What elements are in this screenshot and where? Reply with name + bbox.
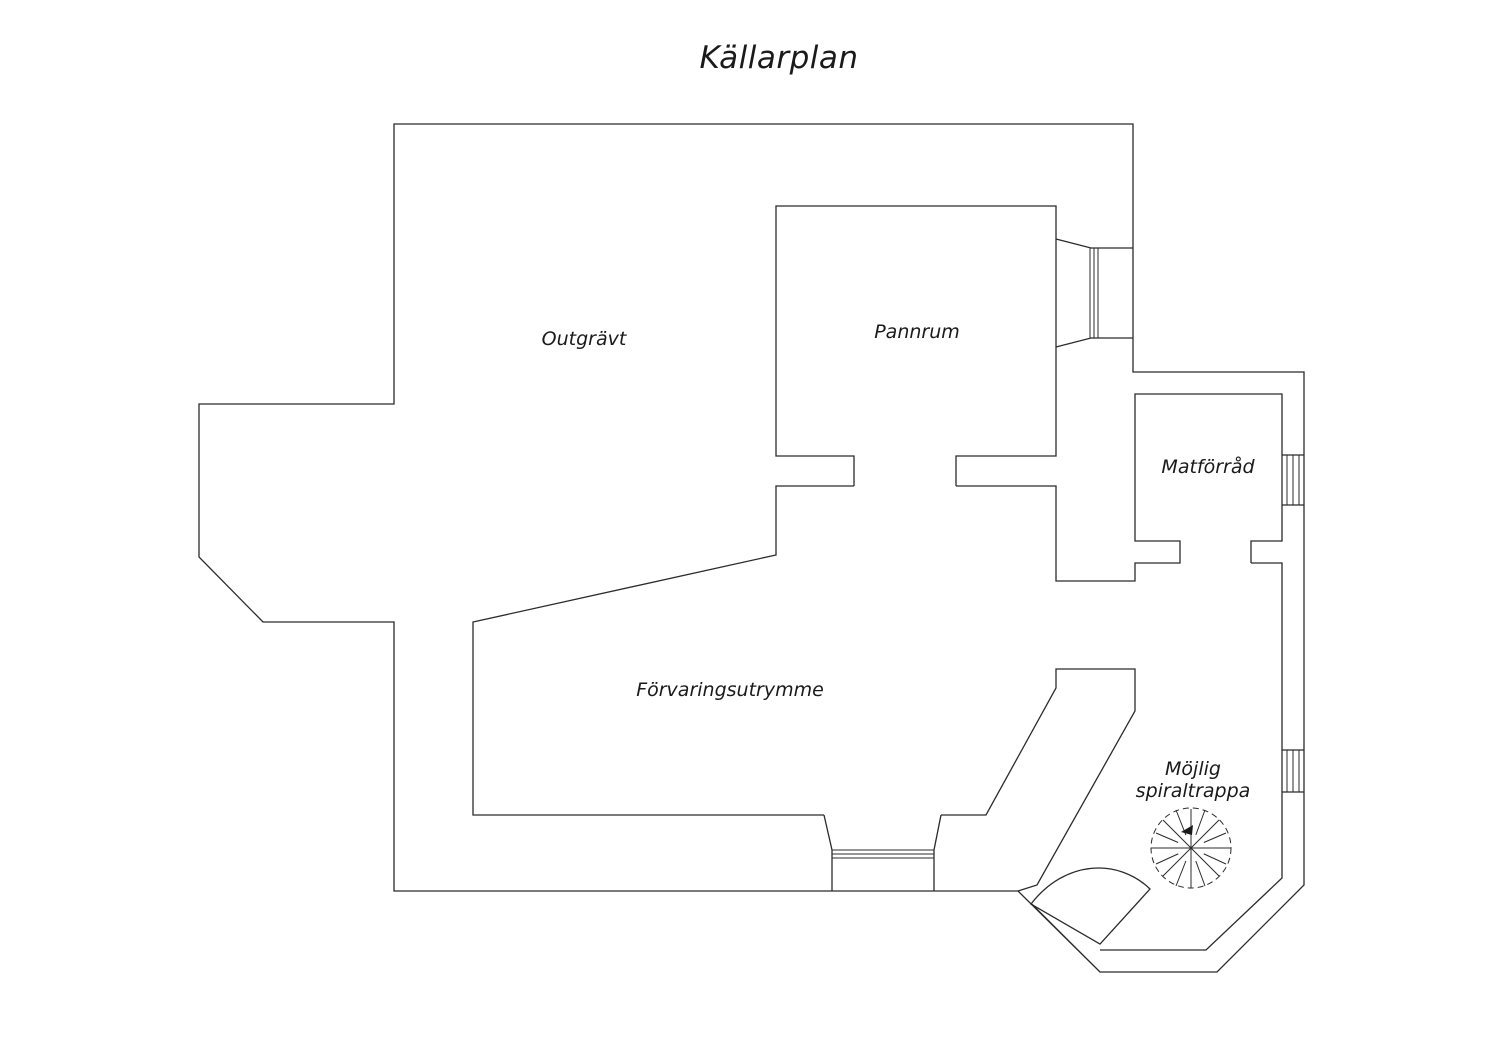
outer-wall [198, 123, 1305, 973]
bay-inner-wall [1100, 562, 1283, 951]
storage-wall [956, 393, 1283, 582]
label-matforrad: Matförråd [1161, 455, 1255, 478]
door-leaf-line [1031, 903, 1101, 973]
plan-title: Källarplan [699, 40, 859, 76]
label-spiral-line2: spiraltrappa [1136, 780, 1251, 802]
label-pannrum: Pannrum [874, 321, 960, 343]
pannrum-wall [775, 205, 1057, 486]
door-arc [1030, 867, 1151, 945]
label-spiral-line1: Möjlig [1165, 758, 1221, 780]
diagonal-partition [941, 668, 1136, 892]
label-forvaringsutrymme: Förvaringsutrymme [636, 679, 824, 701]
bottom-window-frame [823, 814, 942, 891]
spiral-direction-arrow [1181, 825, 1193, 835]
spiral-staircase [1150, 807, 1232, 889]
label-outgravt: Outgrävt [542, 328, 628, 350]
outgravt-boundary-wall [472, 485, 854, 816]
